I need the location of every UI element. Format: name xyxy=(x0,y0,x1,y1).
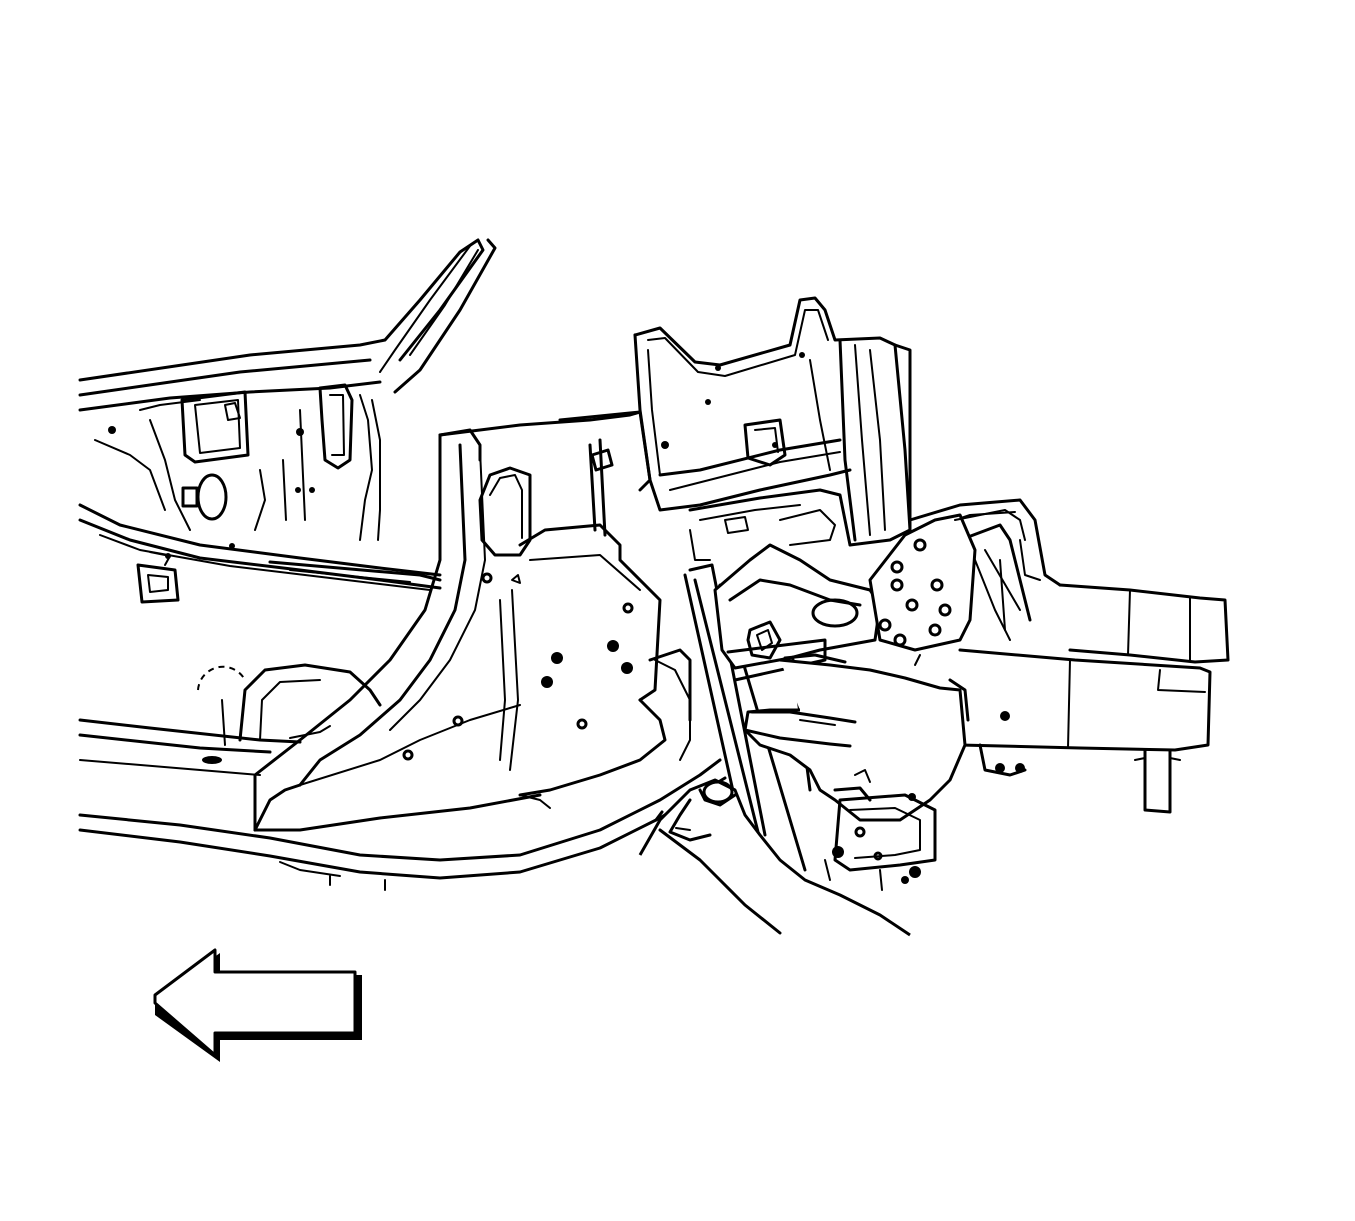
lower-mount-bracket xyxy=(824,793,937,891)
floor-and-rocker xyxy=(78,663,727,891)
hinge-pillar-assembly xyxy=(253,410,692,832)
front-frame-rail xyxy=(908,498,1230,814)
dash-cowl-panel xyxy=(633,296,912,561)
upper-body-side-panel xyxy=(78,238,497,604)
arrow-left-icon xyxy=(153,948,362,1062)
technician-hands xyxy=(638,653,970,937)
repair-bracket xyxy=(713,509,1026,682)
